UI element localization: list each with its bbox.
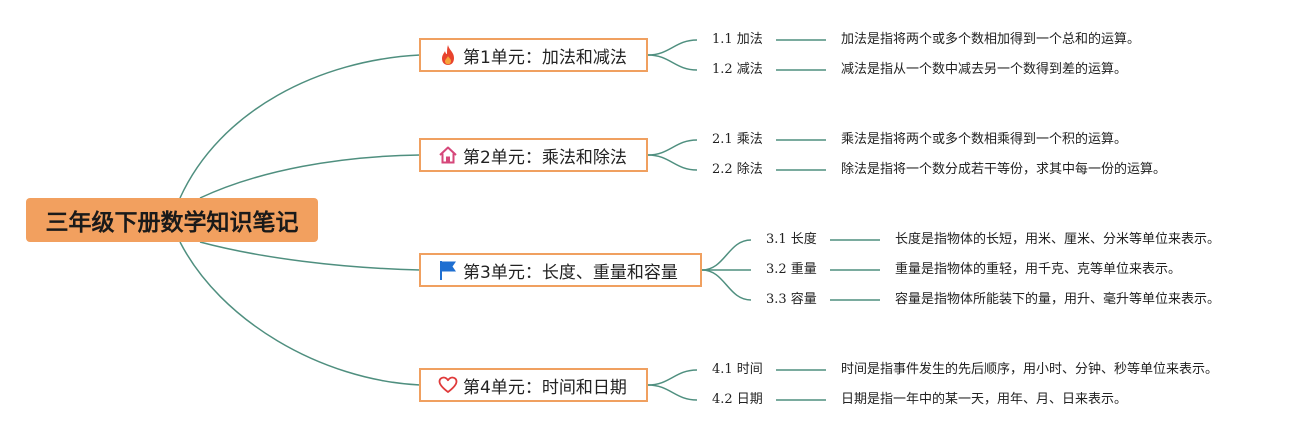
unit-2-label: 第2单元：乘法和除法 [463,147,627,168]
unit-3-label: 第3单元：长度、重量和容量 [463,262,678,283]
unit-1-label: 第1单元：加法和减法 [463,47,627,68]
unit-4-item-2-label[interactable]: 4.2 日期 [712,392,763,407]
unit-3-item-3-desc[interactable]: 容量是指物体所能装下的量，用升、毫升等单位来表示。 [895,292,1221,307]
unit-4-item-1-label[interactable]: 4.1 时间 [712,362,763,377]
unit-1-item-1-desc[interactable]: 加法是指将两个或多个数相加得到一个总和的运算。 [841,32,1141,47]
unit-node-2[interactable]: 第2单元：乘法和除法 [419,138,648,172]
unit-node-1[interactable]: 第1单元：加法和减法 [419,38,648,72]
unit-1-item-2-desc[interactable]: 减法是指从一个数中减去另一个数得到差的运算。 [841,62,1128,77]
heart-icon [437,374,459,396]
unit-2-item-1-desc[interactable]: 乘法是指将两个或多个数相乘得到一个积的运算。 [841,132,1128,147]
unit-3-item-2-label[interactable]: 3.2 重量 [766,262,817,277]
root-node[interactable]: 三年级下册数学知识笔记 [26,198,318,242]
connector-unit-2-item-1 [647,139,698,156]
unit-2-item-2-desc[interactable]: 除法是指将一个数分成若干等份，求其中每一份的运算。 [841,162,1167,177]
unit-1-item-2-label[interactable]: 1.2 减法 [712,62,763,77]
unit-node-3[interactable]: 第3单元：长度、重量和容量 [419,253,702,287]
connector-unit-1-item-1 [647,39,698,56]
connector-unit-4-item-1 [647,369,698,386]
connector-unit-1-item-2 [647,54,698,71]
connector-root-unit-4 [179,241,421,386]
unit-2-item-2-label[interactable]: 2.2 除法 [712,162,763,177]
unit-4-label: 第4单元：时间和日期 [463,377,627,398]
connector-unit-2-item-2 [647,154,698,171]
unit-2-item-1-label[interactable]: 2.1 乘法 [712,132,763,147]
connector-root-unit-2 [199,154,421,199]
unit-3-item-1-desc[interactable]: 长度是指物体的长短，用米、厘米、分米等单位来表示。 [895,232,1221,247]
unit-1-item-1-label[interactable]: 1.1 加法 [712,32,763,47]
unit-3-item-3-label[interactable]: 3.3 容量 [766,292,817,307]
connector-unit-3-item-1 [701,239,752,271]
unit-node-4[interactable]: 第4单元：时间和日期 [419,368,648,402]
unit-3-item-1-label[interactable]: 3.1 长度 [766,232,817,247]
connector-root-unit-3 [199,241,421,271]
connector-unit-3-item-3 [701,269,752,301]
home-icon [437,144,459,166]
unit-4-item-2-desc[interactable]: 日期是指一年中的某一天，用年、月、日来表示。 [841,392,1128,407]
unit-4-item-1-desc[interactable]: 时间是指事件发生的先后顺序，用小时、分钟、秒等单位来表示。 [841,362,1219,377]
connector-root-unit-1 [179,54,421,199]
fire-icon [437,44,459,66]
unit-3-item-2-desc[interactable]: 重量是指物体的重轻，用千克、克等单位来表示。 [895,262,1182,277]
flag-icon [437,259,459,281]
connector-unit-4-item-2 [647,384,698,401]
